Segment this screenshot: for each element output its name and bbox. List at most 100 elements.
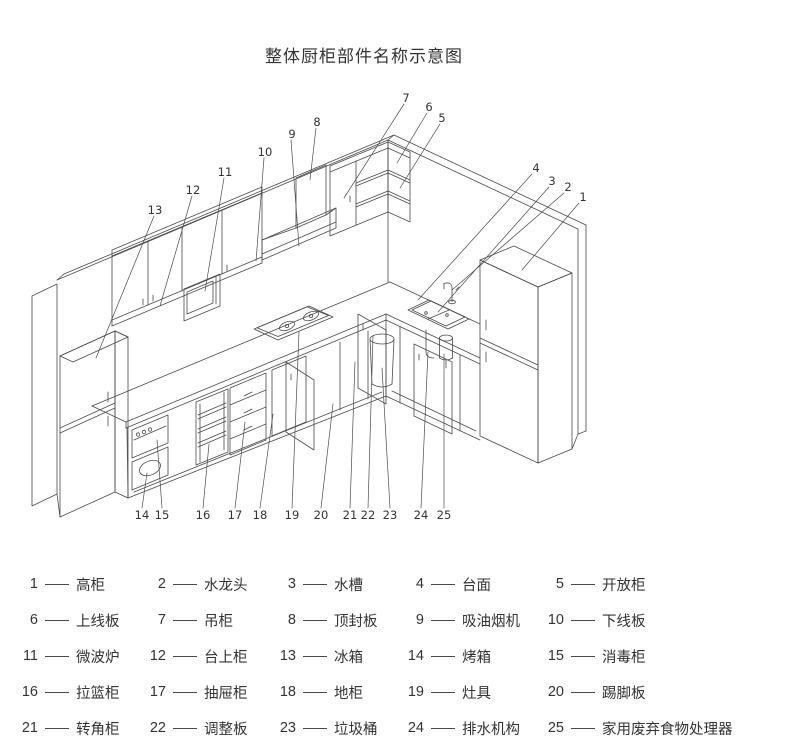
legend-item-number: 2 bbox=[157, 576, 166, 592]
floor bbox=[56, 433, 579, 518]
legend-dash bbox=[173, 655, 197, 657]
legend-item: 24 排水机构 bbox=[406, 718, 546, 739]
legend-item-label: 吊柜 bbox=[204, 613, 233, 630]
legend-item-number: 18 bbox=[279, 684, 296, 700]
leader-15 bbox=[156, 439, 163, 509]
callout-12: 12 bbox=[186, 183, 201, 197]
callout-14: 14 bbox=[135, 508, 150, 522]
leader-1 bbox=[521, 202, 580, 271]
legend-item-label: 水槽 bbox=[334, 577, 363, 594]
legend-dash bbox=[45, 583, 69, 585]
callout-1: 1 bbox=[579, 190, 586, 204]
legend-dash bbox=[571, 727, 595, 729]
callout-20: 20 bbox=[314, 508, 329, 522]
legend-item-label: 垃圾桶 bbox=[334, 721, 378, 738]
callout-13: 13 bbox=[148, 203, 163, 217]
legend-dash bbox=[45, 655, 69, 657]
legend-dash bbox=[431, 619, 455, 621]
legend-item-number: 21 bbox=[21, 720, 38, 736]
legend-item-number: 10 bbox=[547, 612, 564, 628]
legend-item: 2 水龙头 bbox=[148, 574, 278, 595]
callout-7: 7 bbox=[402, 91, 409, 105]
legend-dash bbox=[431, 655, 455, 657]
callout-24: 24 bbox=[414, 508, 429, 522]
legend-item-label: 调整板 bbox=[204, 721, 248, 738]
legend-item-number: 16 bbox=[21, 684, 38, 700]
callout-8: 8 bbox=[313, 115, 320, 129]
leader-lines bbox=[95, 103, 580, 509]
leader-7 bbox=[343, 103, 405, 199]
callout-21: 21 bbox=[343, 508, 358, 522]
legend-item-number: 19 bbox=[407, 684, 424, 700]
legend-dash bbox=[303, 727, 327, 729]
callout-23: 23 bbox=[383, 508, 398, 522]
legend-item: 12 台上柜 bbox=[148, 646, 278, 667]
legend-item-label: 烤箱 bbox=[462, 649, 491, 666]
legend-item-number: 4 bbox=[415, 576, 424, 592]
legend-dash bbox=[45, 619, 69, 621]
callout-16: 16 bbox=[196, 508, 211, 522]
sink-drawing bbox=[407, 299, 470, 330]
left-base-cabinets-drawing bbox=[91, 281, 391, 499]
leader-17 bbox=[234, 421, 246, 509]
leader-5 bbox=[399, 123, 441, 189]
legend-dash bbox=[571, 655, 595, 657]
legend-item-number: 25 bbox=[547, 720, 564, 736]
leader-14 bbox=[141, 472, 148, 509]
legend-dash bbox=[173, 583, 197, 585]
legend-item-label: 下线板 bbox=[602, 613, 646, 630]
leader-16 bbox=[202, 443, 210, 509]
legend-item-label: 水龙头 bbox=[204, 577, 248, 594]
leader-13 bbox=[95, 215, 155, 359]
callout-3: 3 bbox=[548, 174, 555, 188]
leader-2 bbox=[451, 192, 565, 291]
leader-19 bbox=[291, 331, 300, 509]
legend-item: 7 吊柜 bbox=[148, 610, 278, 631]
legend-item-label: 上线板 bbox=[76, 613, 120, 630]
callout-17: 17 bbox=[228, 508, 243, 522]
legend-dash bbox=[571, 619, 595, 621]
leader-11 bbox=[204, 177, 225, 292]
legend-item-number: 3 bbox=[287, 576, 296, 592]
page-title: 整体厨柜部件名称示意图 bbox=[265, 47, 463, 66]
legend-item-label: 开放柜 bbox=[602, 577, 646, 594]
legend-item-number: 14 bbox=[407, 648, 424, 664]
right-base-cabinets-drawing bbox=[357, 281, 481, 441]
legend-item-label: 顶封板 bbox=[334, 613, 378, 630]
legend-item-number: 12 bbox=[149, 648, 166, 664]
legend-item-number: 13 bbox=[279, 648, 296, 664]
callout-6: 6 bbox=[425, 100, 432, 114]
legend-item-label: 台上柜 bbox=[204, 649, 248, 666]
leader-10 bbox=[255, 157, 265, 262]
leader-3 bbox=[437, 186, 550, 313]
callout-2: 2 bbox=[564, 180, 571, 194]
leader-23 bbox=[381, 367, 391, 509]
callout-19: 19 bbox=[285, 508, 300, 522]
legend-item: 21 转角柜 bbox=[20, 718, 148, 739]
legend-item-number: 7 bbox=[157, 612, 166, 628]
legend-item-label: 排水机构 bbox=[462, 721, 520, 738]
legend-item-number: 9 bbox=[415, 612, 424, 628]
legend-dash bbox=[431, 583, 455, 585]
legend-item-number: 1 bbox=[29, 576, 38, 592]
legend-dash bbox=[303, 583, 327, 585]
callout-25: 25 bbox=[437, 508, 452, 522]
cooktop-drawing bbox=[253, 305, 334, 341]
faucet-drawing bbox=[443, 282, 460, 305]
legend-item: 10 下线板 bbox=[546, 610, 790, 631]
leader-18 bbox=[259, 413, 274, 509]
callout-numbers: 1 2 3 4 5 6 7 8 9 10 11 12 13 14 15 16 1… bbox=[135, 91, 587, 522]
legend-item-label: 抽屉柜 bbox=[204, 685, 248, 702]
legend-dash bbox=[571, 583, 595, 585]
legend-item-label: 台面 bbox=[462, 577, 491, 594]
callout-5: 5 bbox=[438, 111, 445, 125]
leader-8 bbox=[309, 127, 317, 181]
legend-item-label: 转角柜 bbox=[76, 721, 120, 738]
legend-item-number: 24 bbox=[407, 720, 424, 736]
